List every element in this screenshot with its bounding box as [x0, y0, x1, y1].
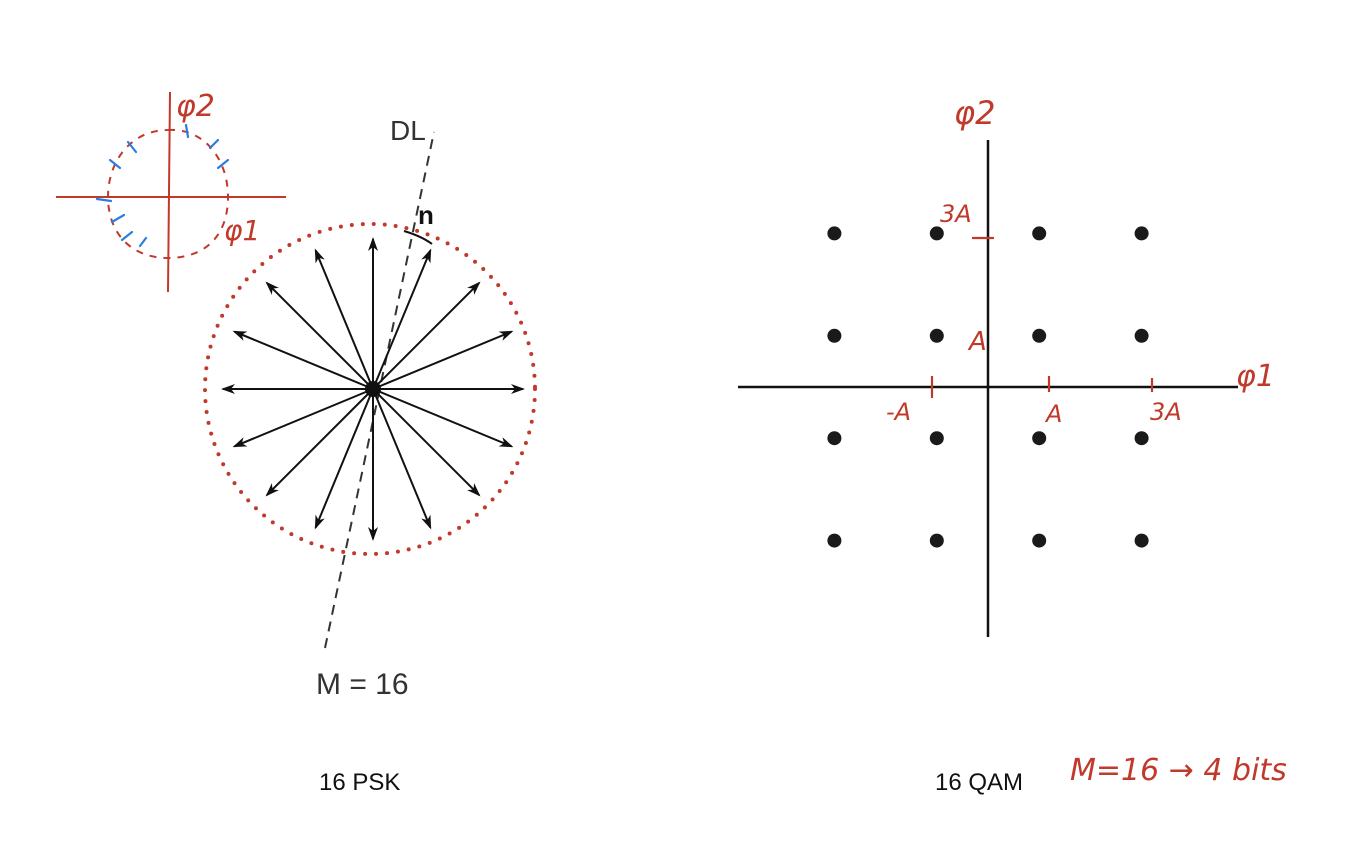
psk-vector-9 [232, 388, 374, 448]
psk-vector-6 [265, 281, 374, 390]
qam-phi1-label: φ1 [1236, 359, 1275, 394]
qam-point-14 [1032, 533, 1047, 548]
qam-diagram: φ2 φ1 -A A 3A A 3A 16 QAM [738, 94, 1275, 796]
qam-point-4 [827, 328, 842, 343]
psk-vector-3 [372, 248, 432, 390]
qam-point-5 [929, 328, 944, 343]
psk-vector-2 [372, 281, 481, 390]
qam-point-2 [1032, 226, 1047, 241]
psk-vector-14 [372, 388, 481, 497]
qam-point-0 [827, 226, 842, 241]
qam-tick-neg-a: -A [886, 398, 911, 426]
qam-point-15 [1134, 533, 1149, 548]
qam-point-1 [929, 226, 944, 241]
psk-vector-13 [372, 388, 432, 530]
sketch-phi2-axis [167, 91, 171, 293]
sketch-blue-ticks [95, 123, 230, 248]
qam-point-3 [1134, 226, 1149, 241]
qam-tick-y-3a: 3A [940, 200, 972, 228]
sketch-phi2-label: φ2 [176, 89, 215, 124]
sketch-phi1-label: φ1 [224, 214, 260, 247]
psk-vector-5 [314, 248, 374, 390]
qam-point-9 [929, 431, 944, 446]
qam-red-ticks [930, 236, 1154, 398]
bits-note: M=16 → 4 bits [1070, 753, 1287, 788]
qam-point-7 [1134, 328, 1149, 343]
qam-points [827, 226, 1149, 548]
qam-point-8 [827, 431, 842, 446]
psk-vector-11 [314, 388, 374, 530]
qam-point-6 [1032, 328, 1047, 343]
qpsk-sketch: φ2 φ1 [56, 89, 286, 293]
qam-tick-3a: 3A [1150, 398, 1182, 426]
qam-phi2-label: φ2 [954, 94, 995, 132]
psk-diagram: DL n M = 16 16 PSK [203, 115, 537, 796]
qam-point-12 [827, 533, 842, 548]
qam-point-13 [929, 533, 944, 548]
qam-tick-y-a: A [967, 327, 987, 357]
qam-point-11 [1134, 431, 1149, 446]
m-equals-label: M = 16 [316, 668, 409, 701]
dl-label: DL [390, 115, 426, 146]
sketch-dashed-circle [106, 128, 230, 260]
psk-vector-10 [265, 388, 374, 497]
qam-point-10 [1032, 431, 1047, 446]
psk-vectors [221, 237, 525, 541]
psk-vector-1 [372, 330, 514, 390]
qam-tick-a: A [1044, 400, 1062, 428]
psk-vector-7 [232, 330, 374, 390]
psk-dotted-circle [203, 222, 537, 556]
psk-vector-15 [372, 388, 514, 448]
n-label: n [418, 200, 434, 230]
psk-caption: 16 PSK [319, 769, 400, 796]
n-angle-arc [403, 230, 433, 245]
psk-origin-dot [365, 381, 381, 397]
qam-caption: 16 QAM [935, 769, 1023, 796]
